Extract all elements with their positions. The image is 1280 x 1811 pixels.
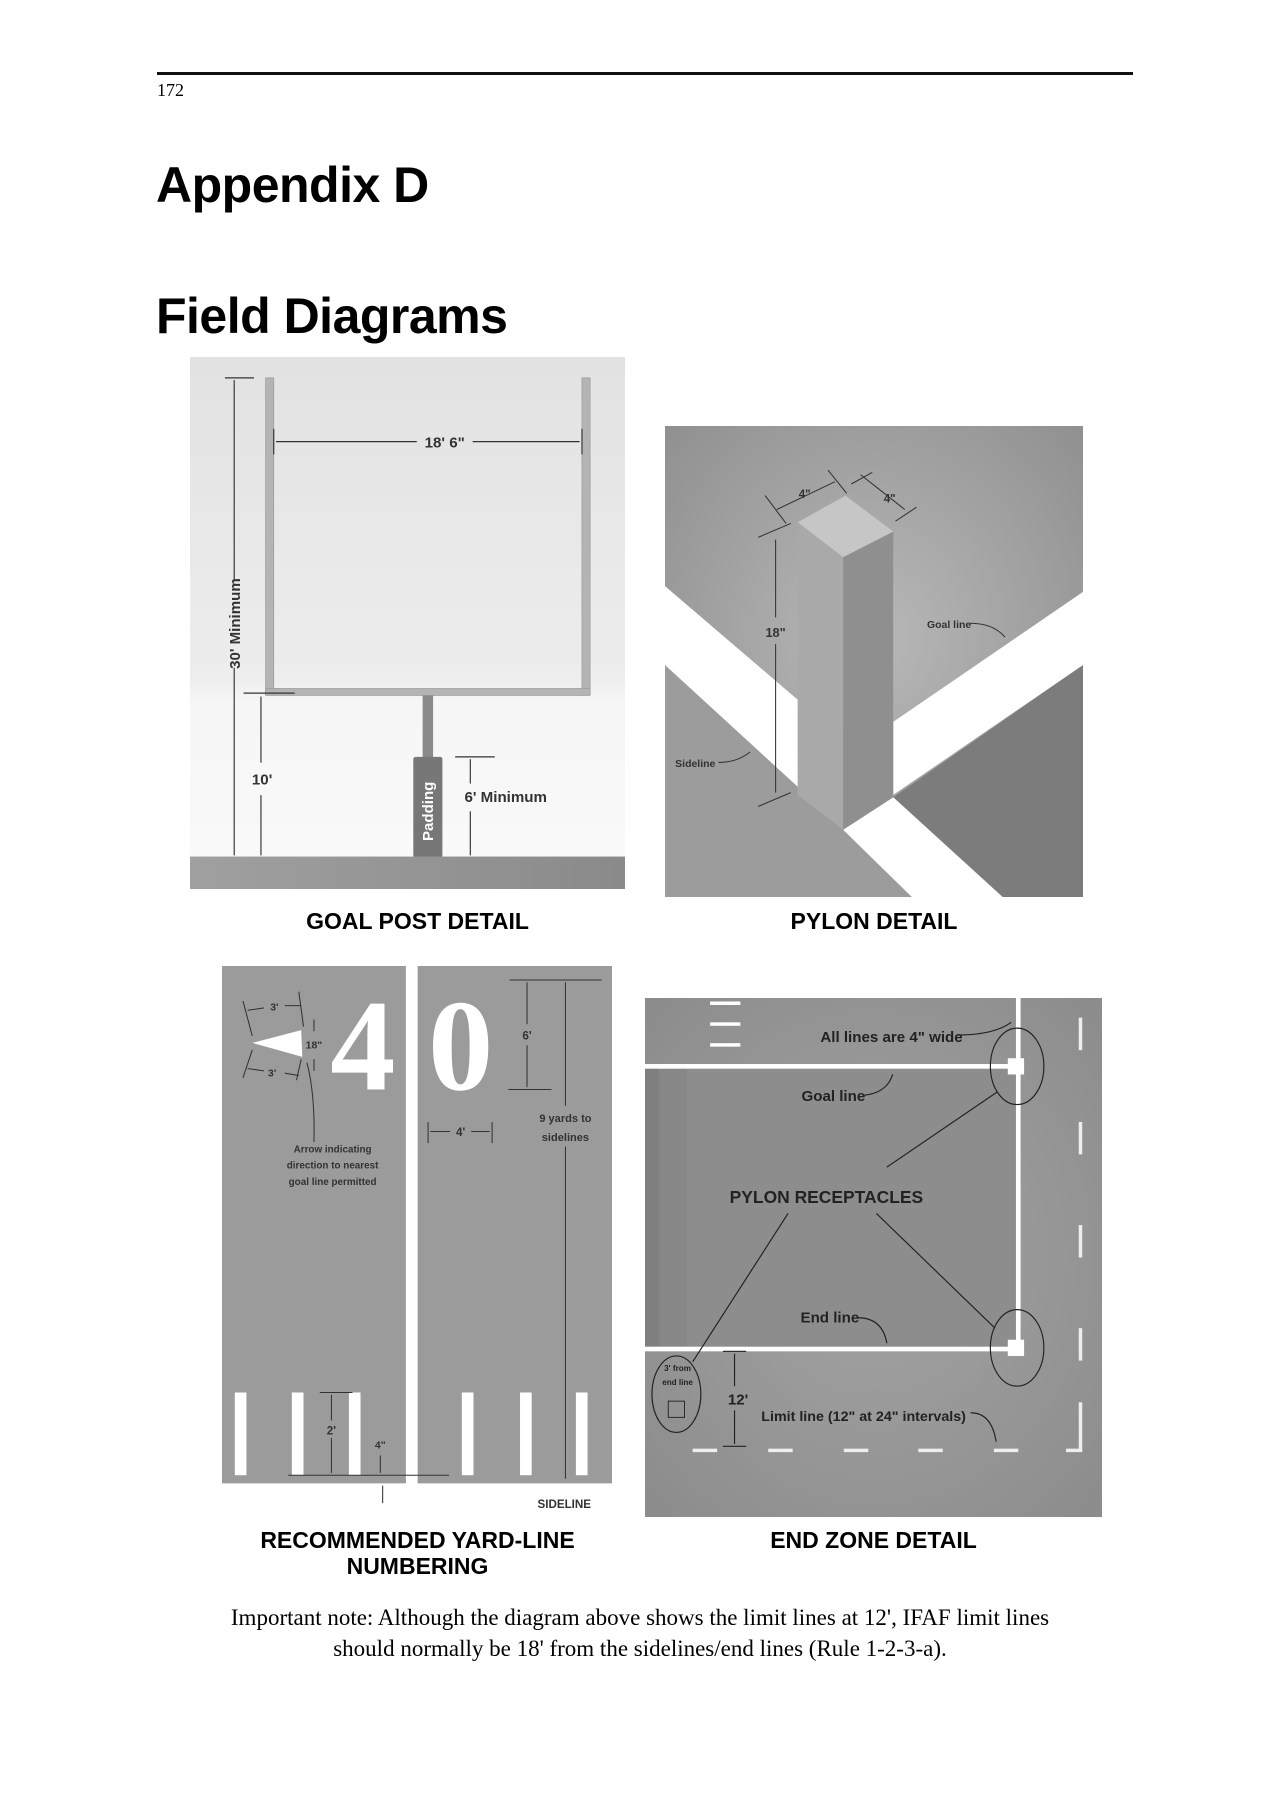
pylon-receptacle-callouts bbox=[651, 1021, 1045, 1447]
crossbar bbox=[265, 688, 591, 696]
yard-line bbox=[405, 966, 418, 1479]
lower-right-field bbox=[893, 664, 1083, 897]
arrow-height: 18" bbox=[306, 1041, 323, 1052]
end-zone-caption: END ZONE DETAIL bbox=[770, 1527, 977, 1553]
yard-line-diagram: 4 0 3' 3' 18" Arrow indicating direction… bbox=[222, 966, 612, 1516]
dimension-lines bbox=[718, 469, 1006, 807]
lines-note: All lines are 4" wide bbox=[820, 1029, 962, 1046]
pylon-receptacle-limit bbox=[651, 1355, 702, 1434]
pylon-receptacles-label: PYLON RECEPTACLES bbox=[730, 1187, 923, 1207]
dimension-lines bbox=[242, 979, 602, 1504]
arrow-width-top: 3' bbox=[270, 1002, 278, 1013]
header-rule bbox=[157, 72, 1133, 75]
front-stripe bbox=[843, 797, 1003, 897]
hash-width-label: 4" bbox=[375, 1440, 386, 1451]
lower-left-field bbox=[665, 664, 912, 897]
receptacle-markers bbox=[1007, 1058, 1025, 1356]
goal-post-caption: GOAL POST DETAIL bbox=[306, 908, 529, 934]
end-limit-line-dashes bbox=[692, 1448, 1083, 1453]
direction-arrow bbox=[252, 1030, 303, 1057]
yard-number-digit-4: 4 bbox=[330, 974, 395, 1118]
hash-length-label: 2' bbox=[327, 1424, 336, 1437]
page-subtitle: Field Diagrams bbox=[156, 288, 508, 344]
limit-line-label: Limit line (12" at 24" intervals) bbox=[761, 1408, 966, 1424]
yard-number-digit-0: 0 bbox=[428, 974, 493, 1118]
goal-post-diagram: Padding 18' 6" 30' Minimum 10' 6' Minimu… bbox=[190, 357, 625, 889]
pylon-left-face bbox=[797, 522, 844, 830]
goal-line-label: Goal line bbox=[927, 620, 971, 631]
end-zone-diagram: All lines are 4" wide Goal line PYLON RE… bbox=[645, 998, 1102, 1517]
goal-line-label: Goal line bbox=[801, 1088, 865, 1105]
pylon-top-face bbox=[797, 495, 894, 558]
number-width-label: 4' bbox=[456, 1126, 465, 1139]
end-zone-area bbox=[645, 1068, 1016, 1347]
page-title: Appendix D bbox=[156, 157, 429, 213]
yard-line-caption-line1: RECOMMENDED YARD-LINE bbox=[260, 1527, 575, 1553]
padding-label: Padding bbox=[420, 782, 437, 841]
receptacle-note-line: 3' from bbox=[664, 1364, 691, 1373]
important-note: Important note: Although the diagram abo… bbox=[150, 1602, 1130, 1664]
end-line-label: End line bbox=[801, 1309, 860, 1326]
distance-note-line: sidelines bbox=[542, 1132, 589, 1144]
arrow-note-line: direction to nearest bbox=[287, 1161, 379, 1172]
pylon-receptacle-goal bbox=[989, 1027, 1045, 1106]
pylon-caption: PYLON DETAIL bbox=[790, 908, 958, 934]
yard-line-caption-line2: NUMBERING bbox=[346, 1553, 489, 1579]
receptacle-note-line: end line bbox=[662, 1378, 693, 1387]
arrow-note-line: goal line permitted bbox=[289, 1177, 377, 1188]
left-field-panel bbox=[222, 966, 406, 1484]
note-line-2: should normally be 18' from the sideline… bbox=[333, 1636, 947, 1661]
sideline-label: Sideline bbox=[675, 759, 715, 770]
dimension-lines bbox=[224, 377, 583, 856]
yard-hash-marks bbox=[710, 1001, 741, 1047]
padding-height-label: 6' Minimum bbox=[464, 789, 546, 806]
page-number: 172 bbox=[157, 80, 184, 100]
pylon-height-label: 18" bbox=[765, 625, 785, 640]
pylon-diagram: 4" 4" 18" Goal line Sideline bbox=[665, 426, 1083, 897]
note-line-1: Important note: Although the diagram abo… bbox=[230, 1605, 1050, 1630]
crossbar-height-label: 10' bbox=[252, 772, 272, 789]
side-limit-line-dashes bbox=[1078, 1017, 1083, 1451]
padding-block bbox=[413, 756, 443, 858]
number-height-label: 6' bbox=[522, 1029, 531, 1042]
height-label: 30' Minimum bbox=[227, 578, 244, 669]
sideline-stripe bbox=[665, 586, 798, 787]
goal-post-stem bbox=[422, 695, 434, 761]
goal-line-stripe bbox=[893, 591, 1083, 795]
pylon-receptacle-end bbox=[989, 1309, 1045, 1387]
sky-background bbox=[190, 357, 625, 889]
limit-distance-label: 12' bbox=[728, 1392, 748, 1409]
hash-marks bbox=[234, 1392, 588, 1476]
pylon-right-face bbox=[843, 531, 894, 830]
end-line bbox=[645, 1346, 1020, 1352]
left-upright bbox=[265, 377, 275, 695]
pylon-width-label-left: 4" bbox=[799, 488, 811, 501]
sideline bbox=[1015, 998, 1021, 1352]
sideline-label: SIDELINE bbox=[537, 1498, 591, 1511]
distance-note-line: 9 yards to bbox=[539, 1113, 591, 1125]
width-label: 18' 6" bbox=[425, 434, 465, 451]
arrow-width-bottom: 3' bbox=[268, 1069, 276, 1080]
arrow-note-line: Arrow indicating bbox=[294, 1144, 372, 1155]
ground bbox=[190, 856, 625, 889]
right-upright bbox=[581, 377, 591, 695]
goal-line bbox=[645, 1064, 1020, 1069]
pylon-width-label-right: 4" bbox=[884, 493, 896, 506]
